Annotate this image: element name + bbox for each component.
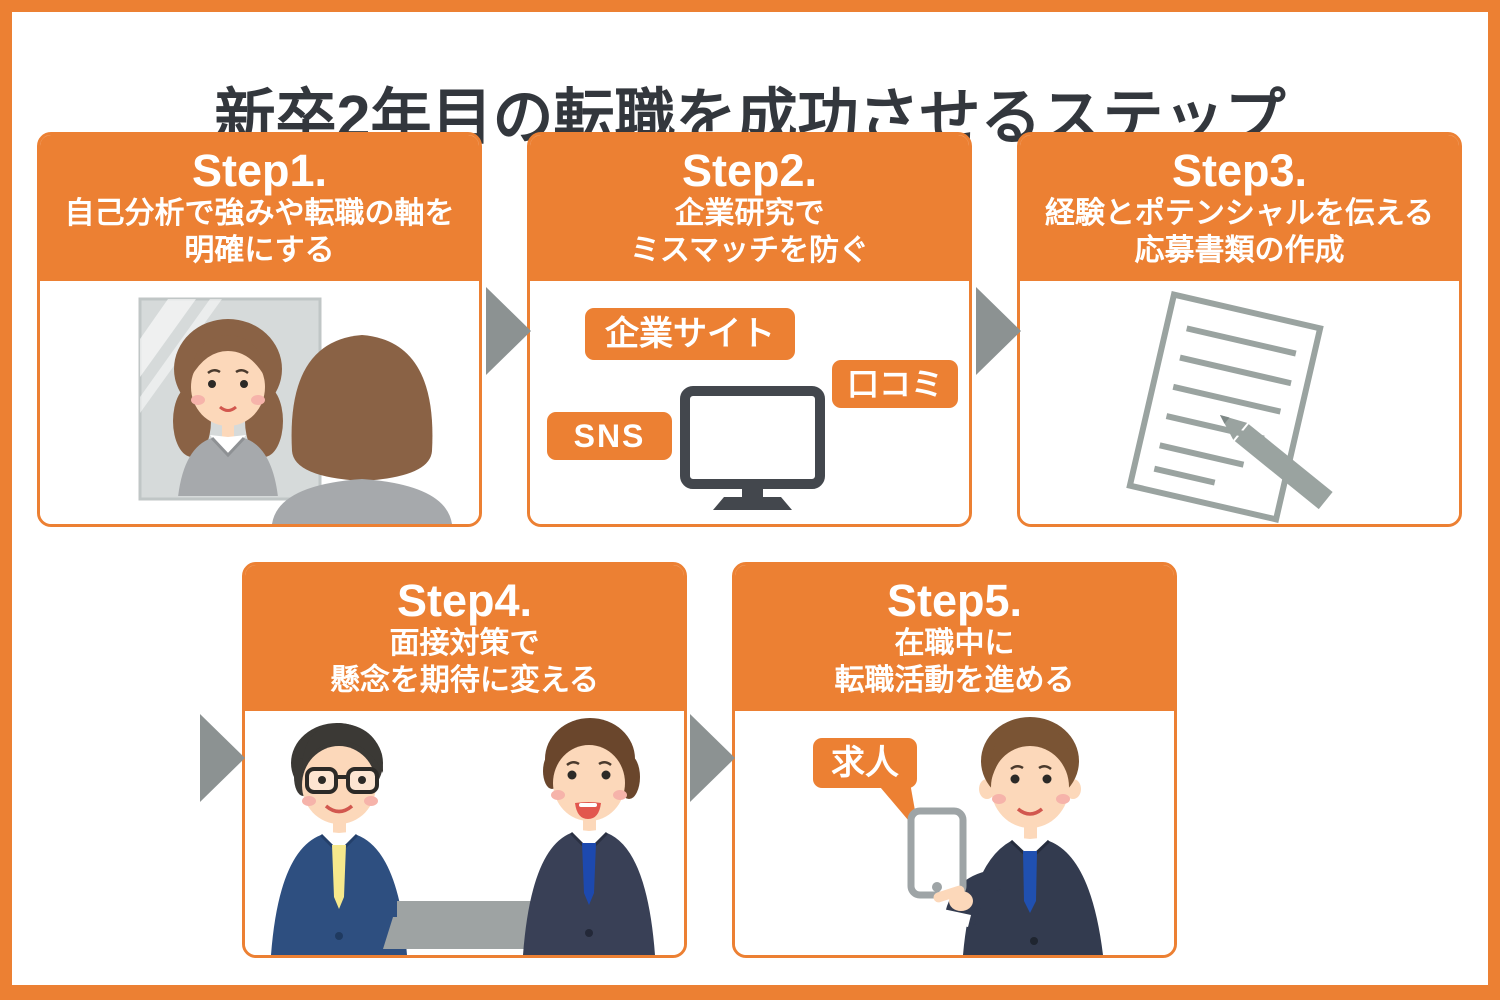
company-site-badge: 企業サイト [585, 308, 795, 360]
step4-desc-line2: 懸念を期待に変える [329, 664, 600, 698]
step5-header: Step5. 在職中に 転職活動を進める [735, 565, 1174, 711]
step2-card: Step2. 企業研究で ミスマッチを防ぐ 企業サイト 口コミ SNS [527, 132, 972, 527]
step2-body: 企業サイト 口コミ SNS [530, 281, 969, 524]
step1-desc-line1: 自己分析で強みや転職の軸を [64, 197, 455, 231]
arrow-right-icon [200, 714, 245, 802]
step1-label: Step1. [191, 144, 328, 196]
woman-reflection [173, 319, 283, 496]
step5-card: Step5. 在職中に 転職活動を進める [732, 562, 1177, 958]
step4-card: Step4. 面接対策で 懸念を期待に変える [242, 562, 687, 958]
man-with-phone [907, 717, 1103, 955]
step2-header: Step2. 企業研究で ミスマッチを防ぐ [530, 135, 969, 281]
step3-desc-line1: 経験とポテンシャルを伝える [1044, 197, 1435, 231]
interviewee-person [523, 718, 655, 955]
woman-back-view [272, 335, 452, 524]
arrow-right-icon [486, 287, 531, 375]
step5-desc-line2: 転職活動を進める [834, 664, 1075, 698]
step3-body [1020, 281, 1459, 524]
man-smartphone-illustration [875, 717, 1103, 955]
pencil-icon [1220, 415, 1333, 510]
document-pencil-illustration [1126, 291, 1333, 523]
sns-badge: SNS [547, 412, 672, 460]
job-posting-bubble: 求人 [813, 738, 917, 788]
step3-desc-line2: 応募書類の作成 [1134, 234, 1345, 268]
arrow-right-icon [690, 714, 735, 802]
step4-header: Step4. 面接対策で 懸念を期待に変える [245, 565, 684, 711]
step5-label: Step5. [886, 574, 1023, 626]
step4-body [245, 711, 684, 955]
step3-header: Step3. 経験とポテンシャルを伝える 応募書類の作成 [1020, 135, 1459, 281]
interview-table [383, 901, 557, 949]
step5-body: 求人 [735, 711, 1174, 955]
step2-desc-line1: 企業研究で [674, 197, 825, 231]
review-badge: 口コミ [832, 360, 958, 408]
step4-label: Step4. [396, 574, 533, 626]
step2-label: Step2. [681, 144, 818, 196]
step1-card: Step1. 自己分析で強みや転職の軸を 明確にする [37, 132, 482, 527]
interview-illustration [271, 718, 655, 955]
step3-card: Step3. 経験とポテンシャルを伝える 応募書類の作成 [1017, 132, 1462, 527]
step4-desc-line1: 面接対策で [389, 627, 540, 661]
woman-mirror-illustration [138, 297, 452, 524]
monitor-icon [680, 386, 825, 514]
step1-body [40, 281, 479, 524]
step5-desc-line1: 在職中に [894, 627, 1015, 661]
interviewer-person [271, 723, 407, 955]
step1-desc-line2: 明確にする [184, 234, 335, 268]
step2-desc-line2: ミスマッチを防ぐ [629, 234, 870, 268]
arrow-right-icon [976, 287, 1021, 375]
step3-label: Step3. [1171, 144, 1308, 196]
step1-header: Step1. 自己分析で強みや転職の軸を 明確にする [40, 135, 479, 281]
